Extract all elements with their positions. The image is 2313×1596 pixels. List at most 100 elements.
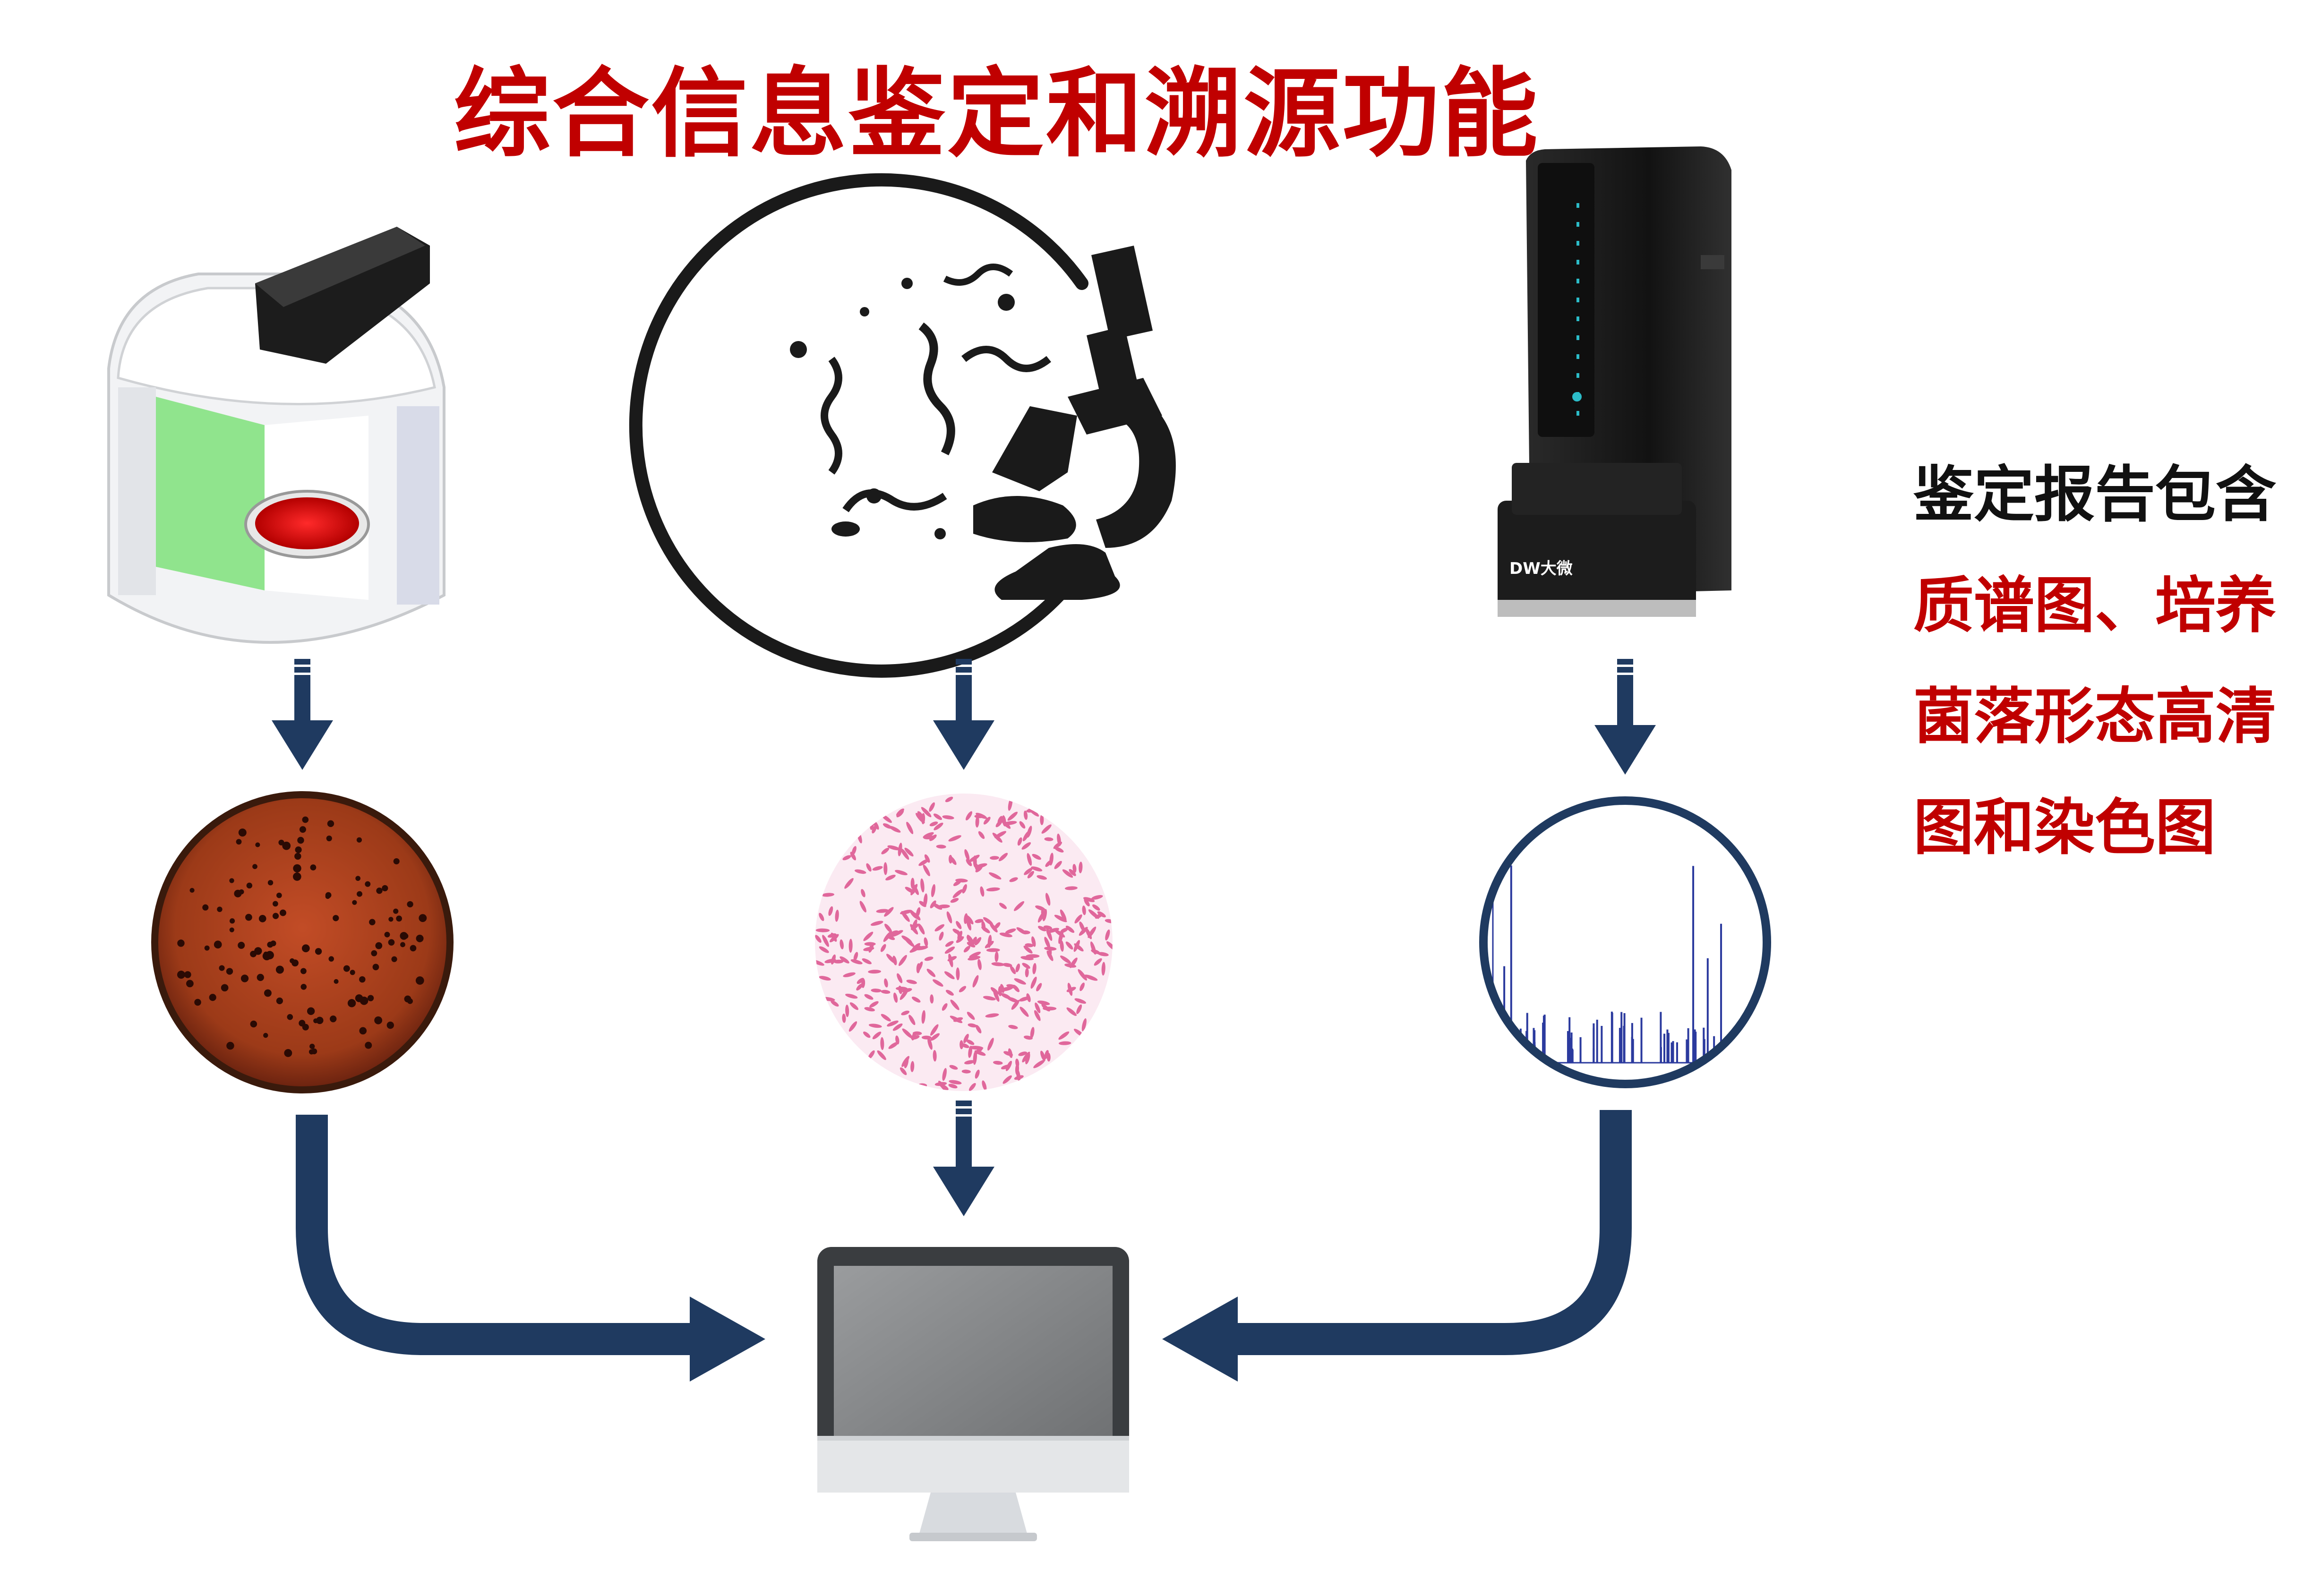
bacterium-mark — [1027, 853, 1032, 866]
colony-dot — [300, 968, 307, 974]
bacterium-mark — [1035, 905, 1045, 911]
bacterium-mark — [929, 821, 938, 827]
bacterium-mark — [1092, 904, 1100, 911]
bacterium-mark — [1040, 814, 1044, 825]
bacterium-mark — [911, 1035, 920, 1040]
bacterium-mark — [904, 847, 914, 857]
bacterium-mark — [968, 1083, 976, 1091]
bacterium-mark — [933, 979, 943, 987]
bacterium-mark — [828, 906, 833, 916]
colony-dot — [357, 891, 363, 897]
bacterium-mark — [1074, 998, 1087, 1004]
bacterium-mark — [932, 903, 942, 910]
bacterium-mark — [1010, 965, 1016, 974]
bacterium-mark — [1085, 928, 1092, 939]
bacterium-mark — [967, 1012, 975, 1020]
colony-dot — [403, 933, 409, 939]
bacterium-mark — [856, 983, 863, 991]
bacterium-mark — [1014, 901, 1025, 911]
bacterium-mark — [1005, 928, 1016, 934]
mass-spectrometer-icon: DW大微 — [1498, 146, 1731, 617]
bacterium-mark — [1054, 914, 1067, 922]
bacterium-mark — [961, 1069, 971, 1074]
bacterium-mark — [986, 887, 1000, 892]
colony-dot — [343, 965, 350, 972]
colony-dot — [204, 945, 210, 951]
bacterium-mark — [1033, 1059, 1045, 1068]
bacterium-mark — [991, 962, 1005, 966]
bacterium-mark — [1023, 1035, 1033, 1040]
bacterium-mark — [1065, 941, 1073, 950]
bacterium-mark — [1007, 811, 1018, 821]
colony-dot — [226, 1041, 234, 1050]
bacterium-mark — [815, 935, 822, 943]
bacterium-mark — [1002, 815, 1006, 827]
bacterium-mark — [1040, 1050, 1045, 1061]
colony-dot — [316, 1016, 324, 1024]
report-note-line: 菌落形态高清 — [1913, 682, 2277, 752]
bacterium-mark — [1057, 833, 1061, 846]
bacterium-mark — [1074, 914, 1082, 924]
colony-dot — [309, 1043, 315, 1049]
bacterium-mark — [974, 1047, 983, 1055]
report-note-line: 图和染色图 — [1913, 793, 2216, 863]
bacterium-mark — [982, 1080, 987, 1091]
colony-dot — [177, 971, 186, 979]
bacterium-mark — [974, 937, 982, 946]
bacterium-mark — [1043, 925, 1052, 930]
colony-dot — [384, 931, 390, 938]
bacterium-mark — [972, 975, 979, 988]
bacterium-mark — [835, 909, 839, 922]
bacterium-mark — [1076, 1004, 1082, 1014]
bacterium-mark — [962, 884, 967, 894]
bacterium-mark — [1014, 978, 1026, 985]
report-note: 鉴定报告包含 质谱图、培养 菌落形态高清 图和染色图 — [1913, 439, 2276, 883]
colony-dot — [299, 826, 306, 833]
bacterium-mark — [868, 1024, 882, 1028]
colony-dot — [295, 846, 302, 853]
bacterium-mark — [1060, 909, 1067, 922]
bacterium-mark — [1084, 898, 1090, 906]
colony-dot — [229, 878, 234, 883]
bacterium-mark — [959, 986, 967, 992]
colony-dot — [239, 889, 244, 895]
bacterium-mark — [1016, 927, 1027, 935]
bacterium-mark — [1021, 842, 1031, 850]
bacterium-mark — [1038, 926, 1046, 931]
gram-stain-icon — [815, 794, 1113, 1091]
bacterium-mark — [1062, 869, 1073, 878]
bacterium-mark — [1054, 861, 1062, 869]
bacterium-mark — [900, 989, 908, 1000]
colony-dot — [375, 942, 383, 949]
bacterium-mark — [999, 932, 1013, 938]
bacterium-mark — [845, 993, 858, 999]
colony-dot — [393, 908, 399, 914]
bacterium-mark — [924, 854, 930, 863]
bacterium-mark — [983, 996, 996, 1000]
colony-dot — [252, 864, 257, 869]
colony-dot — [388, 939, 395, 946]
bacterium-mark — [877, 1050, 886, 1060]
colony-dot — [359, 976, 366, 983]
colony-imager-icon — [107, 227, 445, 644]
bacterium-mark — [864, 942, 876, 946]
colony-dot — [284, 1049, 292, 1057]
bacterium-mark — [822, 893, 835, 897]
bacterium-mark — [994, 951, 999, 962]
colony-dot — [400, 942, 405, 947]
bacterium-mark — [950, 1016, 963, 1024]
bacterium-mark — [993, 989, 1000, 1002]
colony-dot — [396, 915, 402, 922]
bacterium-mark — [887, 1020, 899, 1027]
bacterium-mark — [859, 901, 866, 913]
colony-dot — [350, 970, 355, 975]
down-arrow — [933, 659, 994, 770]
bacterium-mark — [998, 853, 1008, 862]
bacterium-mark — [1054, 847, 1064, 853]
bacterium-mark — [1008, 1048, 1013, 1058]
colony-dot — [246, 882, 253, 889]
bacterium-mark — [944, 971, 955, 980]
bacterium-mark — [945, 796, 953, 802]
bacterium-mark — [1101, 962, 1105, 976]
